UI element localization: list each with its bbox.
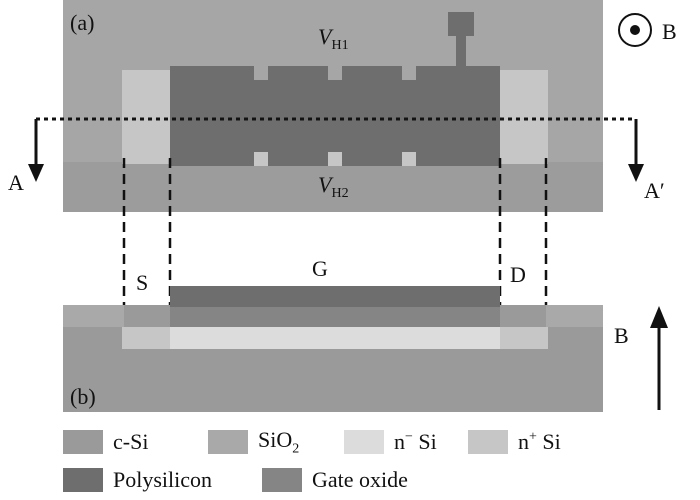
field-dot [630,25,640,35]
source-n-plus [122,327,170,349]
legend-label: n− Si [394,429,437,454]
vh2-label: VH2 [318,172,349,201]
hall-sensor-diagram: (a) VH1 VH2 A A′ B S [8,0,677,412]
legend-swatch [262,468,302,492]
arrow-head-icon [628,164,644,182]
notch [254,66,268,80]
legend-item-n-minus-si: n− Si [344,426,437,458]
legend-swatch [468,430,508,454]
legend-item-c-si: c-Si [63,426,148,458]
legend-item-gate-oxide: Gate oxide [262,464,408,496]
legend-label: Gate oxide [312,467,408,492]
drain-label: D [510,262,526,287]
notch [402,152,416,166]
legend-item-polysilicon: Polysilicon [63,464,212,496]
legend-item-sio2: SiO2 [208,426,299,458]
notch [402,66,416,80]
field-out-of-page-icon [618,13,652,47]
field-label-top: B [662,19,677,44]
legend-swatch [344,430,384,454]
legend: c-Si SiO2 n− Si n+ Si Polysilicon Gate o… [0,420,700,500]
field-oxide-right [546,305,603,327]
notch [328,66,342,80]
legend-swatch [63,468,103,492]
notch [328,152,342,166]
legend-item-n-plus-si: n+ Si [468,426,561,458]
polysilicon-gate [170,286,500,307]
legend-swatch [63,430,103,454]
vh1-label: VH1 [318,24,349,53]
hall-probe-stem [456,34,466,68]
legend-label: n+ Si [518,429,561,454]
source-contact-top [122,70,170,164]
source-label: S [136,270,148,295]
gate-label: G [312,256,328,281]
field-label-bottom: B [614,323,629,348]
panel-b-label: (b) [70,384,96,409]
legend-swatch [208,430,248,454]
notch [254,152,268,166]
panel-a-label: (a) [70,10,94,35]
cut-end-label: A′ [644,178,665,203]
panel-a: (a) VH1 VH2 A A′ B [8,0,677,212]
arrow-up-icon [650,306,668,328]
polysilicon-gate-top [170,66,500,166]
legend-label: SiO2 [258,426,300,457]
arrow-head-icon [28,164,44,182]
panel-a-lower-band [63,162,603,212]
field-oxide-left [63,305,124,327]
channel-n-minus [170,327,500,349]
gate-oxide [170,306,500,327]
panel-b: S G D (b) B [63,256,668,412]
cut-start-label: A [8,170,24,195]
legend-label: Polysilicon [113,467,213,492]
legend-label: c-Si [113,429,149,454]
drain-n-plus [500,327,548,349]
hall-probe-pad [448,12,474,36]
drain-contact-top [500,70,548,164]
